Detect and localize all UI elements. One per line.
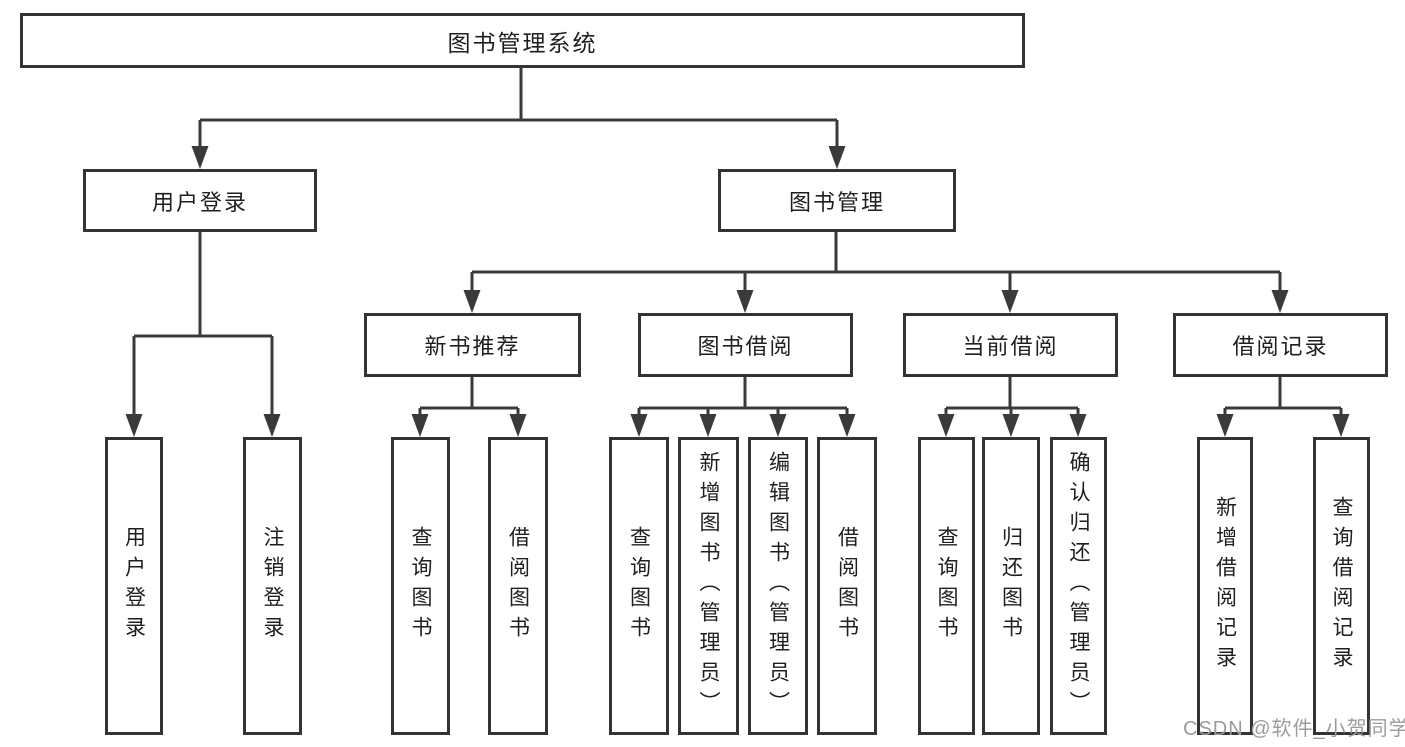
node-leaf-query-books-1: 查询图书: [391, 437, 450, 735]
node-leaf-return-books: 归还图书: [982, 437, 1040, 735]
node-leaf-add-books-admin: 新增图书（管理员）: [678, 437, 739, 735]
node-leaf-logout: 注销登录: [243, 437, 302, 735]
leaf-label: 注销登录: [261, 526, 284, 646]
node-current-borrowing: 当前借阅: [903, 313, 1118, 377]
node-new-book-recommend-label: 新书推荐: [424, 334, 521, 359]
leaf-label: 新增图书（管理员）: [697, 451, 720, 721]
node-leaf-query-books-3: 查询图书: [918, 437, 975, 735]
leaf-label: 用户登录: [122, 526, 146, 646]
node-book-management: 图书管理: [718, 169, 956, 232]
node-user-login-label: 用户登录: [151, 189, 248, 215]
node-leaf-user-login: 用户登录: [105, 437, 163, 735]
node-root-label: 图书管理系统: [447, 29, 598, 56]
node-book-borrowing: 图书借阅: [638, 313, 853, 377]
node-root-system: 图书管理系统: [20, 13, 1025, 68]
node-leaf-confirm-return-admin: 确认归还（管理员）: [1050, 437, 1107, 735]
node-current-borrowing-label: 当前借阅: [962, 334, 1059, 359]
node-user-login: 用户登录: [83, 169, 317, 232]
node-new-book-recommend: 新书推荐: [364, 313, 581, 377]
node-leaf-edit-books-admin: 编辑图书（管理员）: [748, 437, 808, 735]
leaf-label: 查询借阅记录: [1330, 496, 1353, 676]
node-leaf-query-borrow-record: 查询借阅记录: [1313, 437, 1370, 735]
node-book-management-label: 图书管理: [788, 189, 885, 215]
node-borrow-records-label: 借阅记录: [1232, 334, 1329, 359]
leaf-label: 查询图书: [409, 526, 432, 646]
leaf-label: 借阅图书: [835, 526, 859, 646]
node-leaf-borrow-books-2: 借阅图书: [817, 437, 877, 735]
leaf-label: 新增借阅记录: [1213, 496, 1237, 676]
csdn-watermark: CSDN @软件_小贺同学: [1183, 718, 1405, 740]
leaf-label: 查询图书: [935, 526, 958, 646]
node-leaf-borrow-books-1: 借阅图书: [488, 437, 548, 735]
node-leaf-add-borrow-record: 新增借阅记录: [1197, 437, 1253, 735]
leaf-label: 查询图书: [627, 526, 651, 646]
node-leaf-query-books-2: 查询图书: [609, 437, 669, 735]
node-book-borrowing-label: 图书借阅: [697, 334, 794, 359]
leaf-label: 编辑图书（管理员）: [766, 451, 790, 721]
leaf-label: 确认归还（管理员）: [1067, 451, 1090, 721]
node-borrow-records: 借阅记录: [1173, 313, 1388, 377]
leaf-label: 归还图书: [999, 526, 1023, 646]
leaf-label: 借阅图书: [506, 526, 530, 646]
